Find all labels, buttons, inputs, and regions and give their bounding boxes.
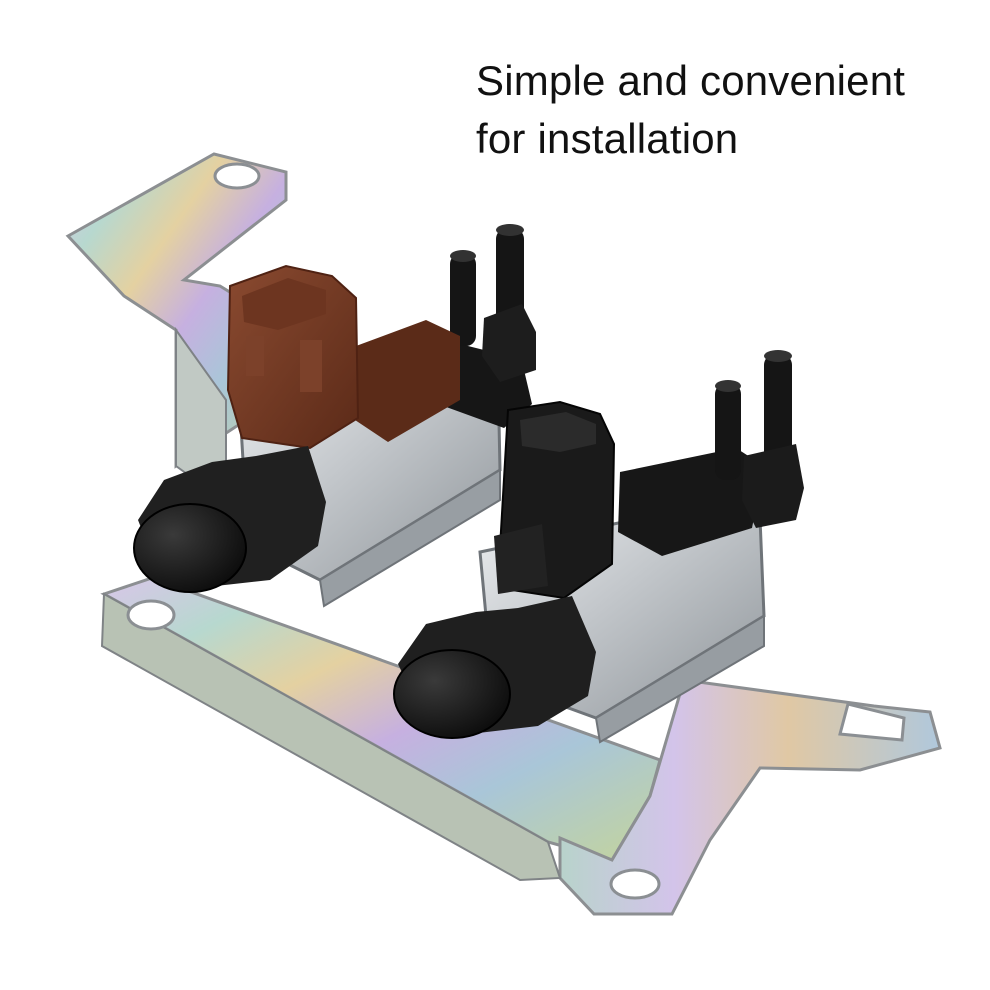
caption: Simple and convenient for installation [476, 52, 976, 168]
left-solenoid-valve [133, 224, 536, 608]
right-solenoid-valve [393, 350, 804, 744]
caption-line-2: for installation [476, 115, 739, 162]
caption-line-1: Simple and convenient [476, 57, 906, 104]
base-bracket [100, 576, 942, 916]
